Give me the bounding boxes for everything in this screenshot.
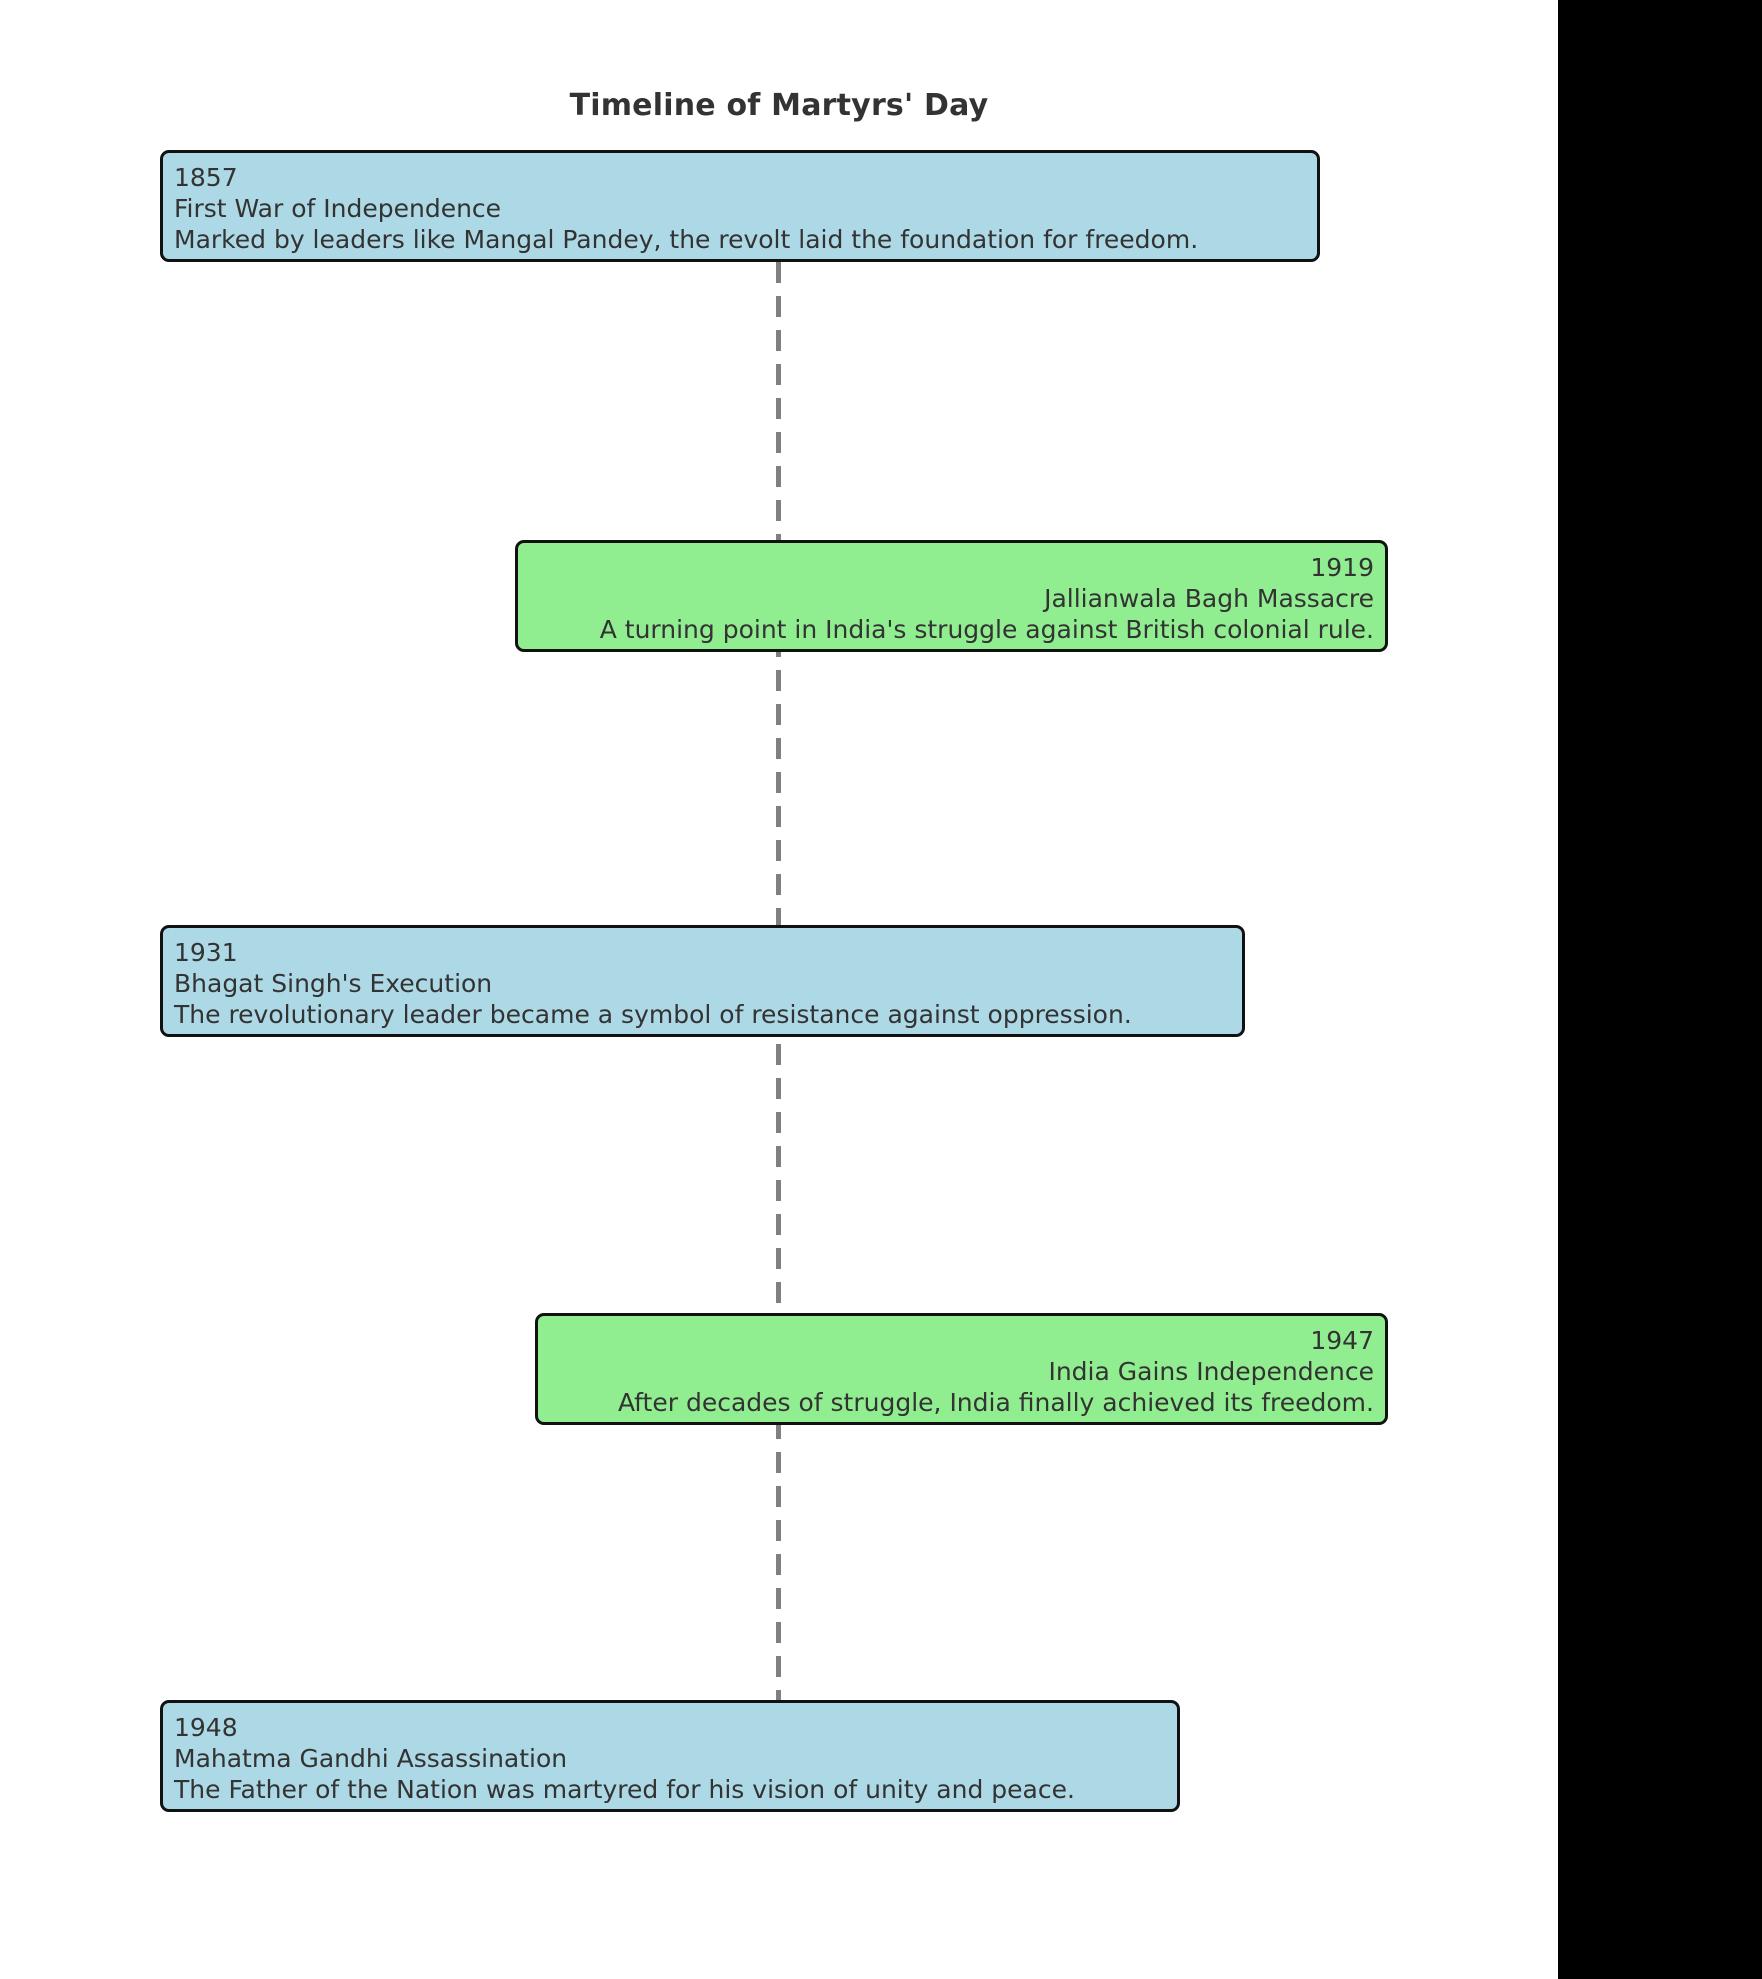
event-year: 1857 bbox=[174, 163, 238, 192]
event-description: The Father of the Nation was martyred fo… bbox=[174, 1775, 1075, 1804]
event-year: 1948 bbox=[174, 1713, 238, 1742]
right-letterbox-mask bbox=[1558, 0, 1762, 1979]
event-title: India Gains Independence bbox=[1048, 1357, 1374, 1386]
event-year: 1947 bbox=[1310, 1326, 1374, 1355]
timeline-event-1948[interactable]: 1948 Mahatma Gandhi Assassination The Fa… bbox=[160, 1700, 1180, 1812]
timeline-plot-area: Timeline of Martyrs' Day 1857 First War … bbox=[160, 88, 1388, 1812]
event-year: 1931 bbox=[174, 938, 238, 967]
event-title: Jallianwala Bagh Massacre bbox=[1044, 584, 1374, 613]
timeline-event-1947[interactable]: 1947 India Gains Independence After deca… bbox=[535, 1313, 1388, 1425]
event-year: 1919 bbox=[1310, 553, 1374, 582]
timeline-event-1857[interactable]: 1857 First War of Independence Marked by… bbox=[160, 150, 1320, 262]
event-title: Bhagat Singh's Execution bbox=[174, 969, 493, 998]
event-description: After decades of struggle, India finally… bbox=[617, 1388, 1374, 1417]
event-description: The revolutionary leader became a symbol… bbox=[174, 1000, 1132, 1029]
timeline-event-1919[interactable]: 1919 Jallianwala Bagh Massacre A turning… bbox=[515, 540, 1388, 652]
event-title: First War of Independence bbox=[174, 194, 502, 223]
event-description: Marked by leaders like Mangal Pandey, th… bbox=[174, 225, 1199, 254]
event-title: Mahatma Gandhi Assassination bbox=[174, 1744, 568, 1773]
timeline-event-1931[interactable]: 1931 Bhagat Singh's Execution The revolu… bbox=[160, 925, 1245, 1037]
page-title: Timeline of Martyrs' Day bbox=[569, 88, 989, 123]
event-description: A turning point in India's struggle agai… bbox=[599, 615, 1374, 644]
